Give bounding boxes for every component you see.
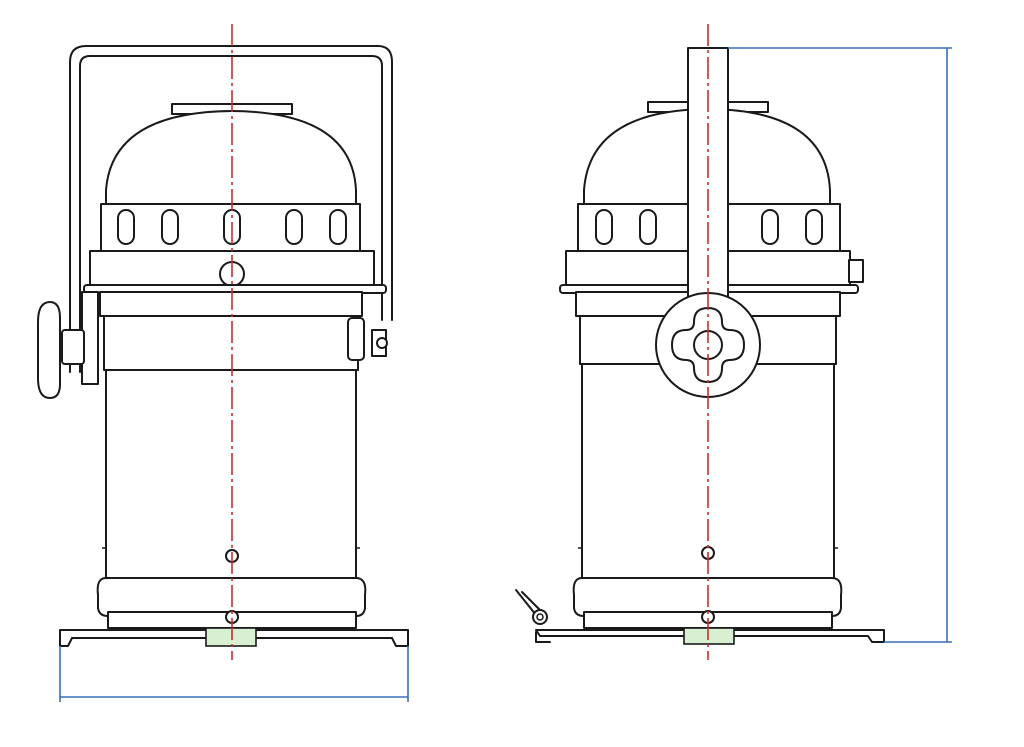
lamp-body — [99, 291, 363, 581]
safety-latch — [515, 589, 551, 643]
front-view — [37, 24, 409, 702]
base-plate-side — [535, 629, 885, 643]
upper-collar — [83, 250, 387, 294]
width-dimension — [59, 646, 409, 702]
base-plate — [59, 629, 409, 647]
height-dimension — [728, 47, 952, 643]
base-mount-block-side — [683, 627, 735, 645]
tilt-knob-left — [37, 291, 99, 399]
dome — [105, 110, 357, 206]
hinge-right — [347, 317, 388, 361]
side-view — [515, 24, 952, 660]
base-mount-block — [205, 627, 257, 647]
vent-ring — [100, 203, 361, 253]
